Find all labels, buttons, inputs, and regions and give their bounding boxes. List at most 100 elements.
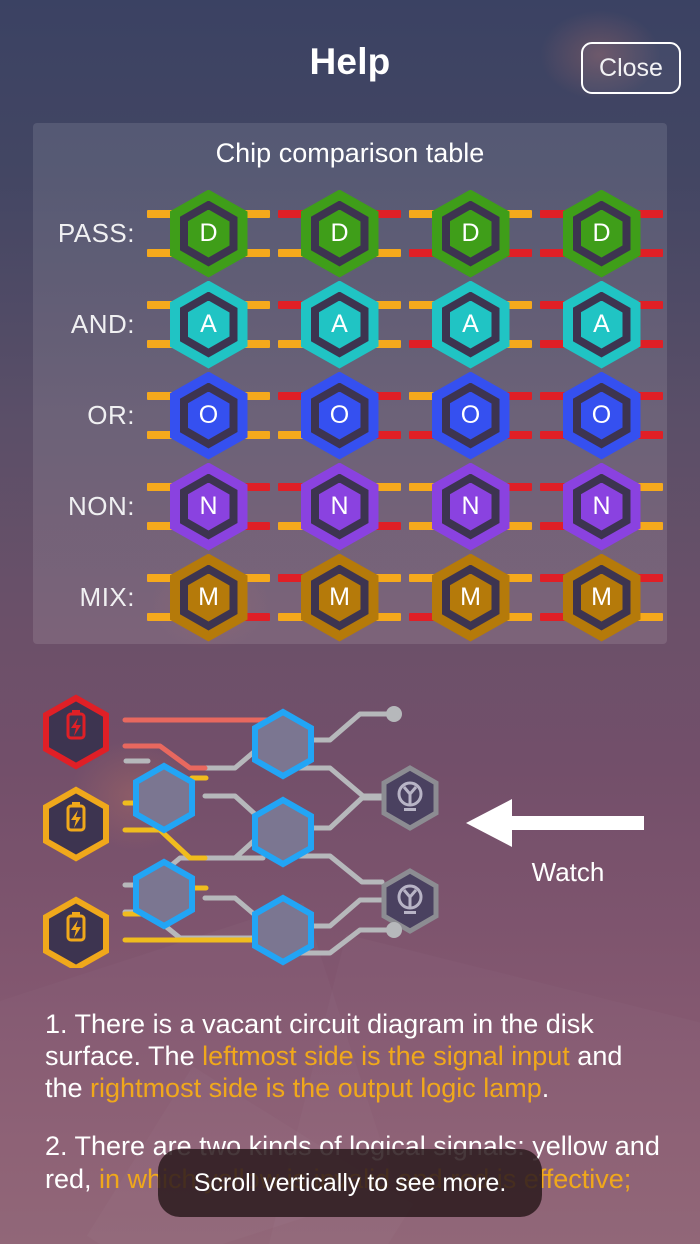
chip-hexagon: D <box>431 189 510 278</box>
chip-row-label: MIX: <box>79 582 135 612</box>
chip-cell: D <box>536 188 667 279</box>
watch-hint: Watch <box>466 795 676 888</box>
chip-hexagon: A <box>169 280 248 369</box>
chip-cell: O <box>274 370 405 461</box>
chip-row-or: OR: O O O O <box>33 370 667 461</box>
chip-letter: A <box>318 300 361 349</box>
chip-hexagon-ring: M <box>441 564 500 631</box>
chip-letter: D <box>580 209 623 258</box>
chip-hexagon-ring: O <box>441 382 500 449</box>
chip-hexagon: M <box>169 553 248 642</box>
empty-chip-slot <box>252 708 314 780</box>
chip-cell: D <box>405 188 536 279</box>
chip-hexagon: D <box>300 189 379 278</box>
battery-source-red <box>43 694 109 770</box>
chip-cell: A <box>143 279 274 370</box>
output-terminal <box>386 922 402 938</box>
chip-hexagon: M <box>431 553 510 642</box>
chip-hexagon: O <box>562 371 641 460</box>
chip-hexagon-ring: A <box>441 291 500 358</box>
chip-hexagon: A <box>431 280 510 369</box>
empty-chip-slot <box>133 762 195 834</box>
chip-cell: M <box>536 552 667 643</box>
chip-letter: N <box>449 482 492 531</box>
output-terminal <box>386 706 402 722</box>
chip-letter: A <box>187 300 230 349</box>
chip-cell: M <box>274 552 405 643</box>
chip-cell: N <box>274 461 405 552</box>
chip-cell: O <box>405 370 536 461</box>
chip-letter: N <box>318 482 361 531</box>
chip-cell: O <box>536 370 667 461</box>
chip-hexagon-ring: N <box>572 473 631 540</box>
arrow-left-icon <box>466 799 644 847</box>
chip-hexagon: N <box>300 462 379 551</box>
para1-highlight-1: leftmost side is the signal input <box>202 1041 570 1072</box>
empty-chip-slot <box>252 894 314 966</box>
battery-source-yellow-middle <box>43 786 109 862</box>
chip-cell: M <box>405 552 536 643</box>
circuit-diagram[interactable] <box>30 668 450 968</box>
chip-letter: M <box>580 573 623 622</box>
chip-hexagon: A <box>300 280 379 369</box>
chip-cell: N <box>405 461 536 552</box>
chip-letter: O <box>187 391 230 440</box>
chip-hexagon: A <box>562 280 641 369</box>
chip-hexagon-ring: M <box>310 564 369 631</box>
chip-row-label: OR: <box>87 400 135 430</box>
help-header: Help Close <box>0 0 700 118</box>
page-title: Help <box>309 41 391 82</box>
chip-hexagon: O <box>431 371 510 460</box>
close-button[interactable]: Close <box>581 42 681 94</box>
para1-post: . <box>541 1073 550 1104</box>
chip-cell: M <box>143 552 274 643</box>
chip-hexagon-ring: D <box>572 200 631 267</box>
para1-highlight-2: rightmost side is the output logic lamp <box>90 1073 542 1104</box>
chip-letter: D <box>318 209 361 258</box>
chip-hexagon: O <box>300 371 379 460</box>
chip-letter: O <box>580 391 623 440</box>
chip-letter: N <box>187 482 230 531</box>
chip-hexagon: M <box>300 553 379 642</box>
scroll-toast: Scroll vertically to see more. <box>158 1149 542 1217</box>
chip-cell: D <box>143 188 274 279</box>
chip-hexagon-ring: D <box>179 200 238 267</box>
chip-letter: M <box>187 573 230 622</box>
chip-cell: A <box>536 279 667 370</box>
table-title: Chip comparison table <box>215 138 485 168</box>
output-lamp <box>381 765 439 831</box>
chip-cell: O <box>143 370 274 461</box>
chip-letter: D <box>449 209 492 258</box>
para1-mid: and the <box>45 1041 623 1104</box>
chip-row-label: AND: <box>70 309 135 339</box>
chip-hexagon-ring: D <box>310 200 369 267</box>
paragraph-1: 1. There is a vacant circuit diagram in … <box>45 1008 660 1104</box>
chip-cell: A <box>274 279 405 370</box>
circuit-svg <box>43 694 439 968</box>
chip-cell: N <box>143 461 274 552</box>
chip-letter: D <box>187 209 230 258</box>
chip-hexagon: N <box>431 462 510 551</box>
chip-hexagon-ring: M <box>572 564 631 631</box>
chip-row-mix: MIX: M M M M <box>33 552 667 643</box>
chip-row-non: NON: N N N N <box>33 461 667 552</box>
chip-hexagon: N <box>562 462 641 551</box>
chip-hexagon-ring: A <box>179 291 238 358</box>
chip-letter: O <box>449 391 492 440</box>
chip-hexagon: O <box>169 371 248 460</box>
watch-label: Watch <box>531 857 605 887</box>
chip-hexagon: D <box>169 189 248 278</box>
chip-cell: D <box>274 188 405 279</box>
chip-letter: N <box>580 482 623 531</box>
battery-source-yellow-bottom <box>43 896 109 968</box>
chip-hexagon: N <box>169 462 248 551</box>
chip-row-label: NON: <box>68 491 135 521</box>
